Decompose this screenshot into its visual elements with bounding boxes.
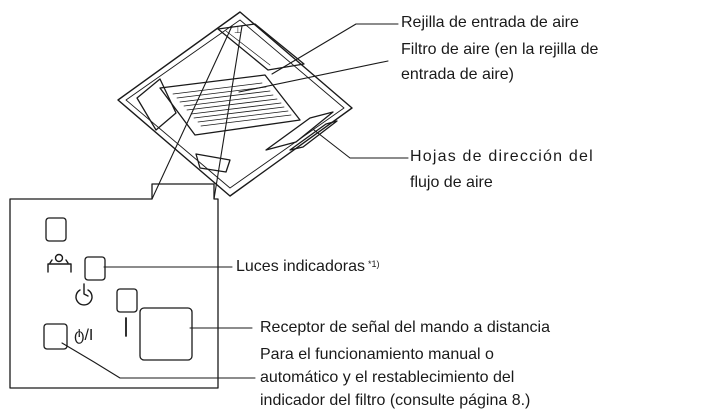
leader-air-filter	[238, 60, 389, 93]
footnote-marker: *1)	[367, 259, 380, 269]
leader-manual-button	[61, 342, 256, 379]
left-louver-slot	[136, 78, 177, 131]
indicator-lamp-timer[interactable]	[116, 288, 138, 313]
label-signal-receiver: Receptor de señal del mando a distancia	[260, 319, 550, 336]
power-label: ტ/I	[74, 327, 94, 344]
corner-marker: ⊥	[234, 26, 242, 36]
label-air-filter-line2: entrada de aire)	[401, 66, 514, 83]
front-louver	[289, 120, 338, 151]
control-panel-detail	[9, 183, 219, 389]
top-louver-slot	[217, 23, 305, 71]
label-louvers-line1: Hojas de dirección del	[410, 148, 594, 165]
label-manual-button-line3: indicador del filtro (consulte página 8.…	[260, 392, 531, 409]
bottom-louver-slot	[195, 153, 231, 173]
filter-reset-icon	[47, 253, 72, 273]
indicator-lights-text: Luces indicadoras	[236, 258, 365, 275]
signal-receiver-window	[139, 307, 193, 361]
label-manual-button-line2: automático y el restablecimiento del	[260, 369, 515, 386]
zoom-callout-lines	[151, 25, 243, 200]
ceiling-cassette-unit: ⊥	[117, 11, 353, 197]
label-indicator-lights: Luces indicadoras*1)	[236, 257, 379, 277]
leader-lines	[61, 23, 409, 379]
inlet-grille-slats	[172, 82, 292, 127]
manual-operation-button[interactable]	[43, 323, 68, 350]
timer-icon	[75, 283, 93, 306]
inlet-grille-frame	[159, 74, 301, 136]
label-air-filter-line1: Filtro de aire (en la rejilla de	[401, 41, 599, 58]
indicator-lamp-filter[interactable]	[84, 256, 106, 281]
panel-elements	[43, 217, 193, 361]
right-louver-slot	[265, 111, 334, 151]
indicator-lamp-top[interactable]	[45, 217, 67, 242]
label-air-inlet-grille: Rejilla de entrada de aire	[401, 14, 579, 31]
leader-louvers	[313, 129, 409, 159]
label-louvers-line2: flujo de aire	[410, 174, 493, 191]
label-manual-button-line1: Para el funcionamiento manual o	[260, 346, 494, 363]
leader-inlet-grille	[271, 23, 399, 75]
